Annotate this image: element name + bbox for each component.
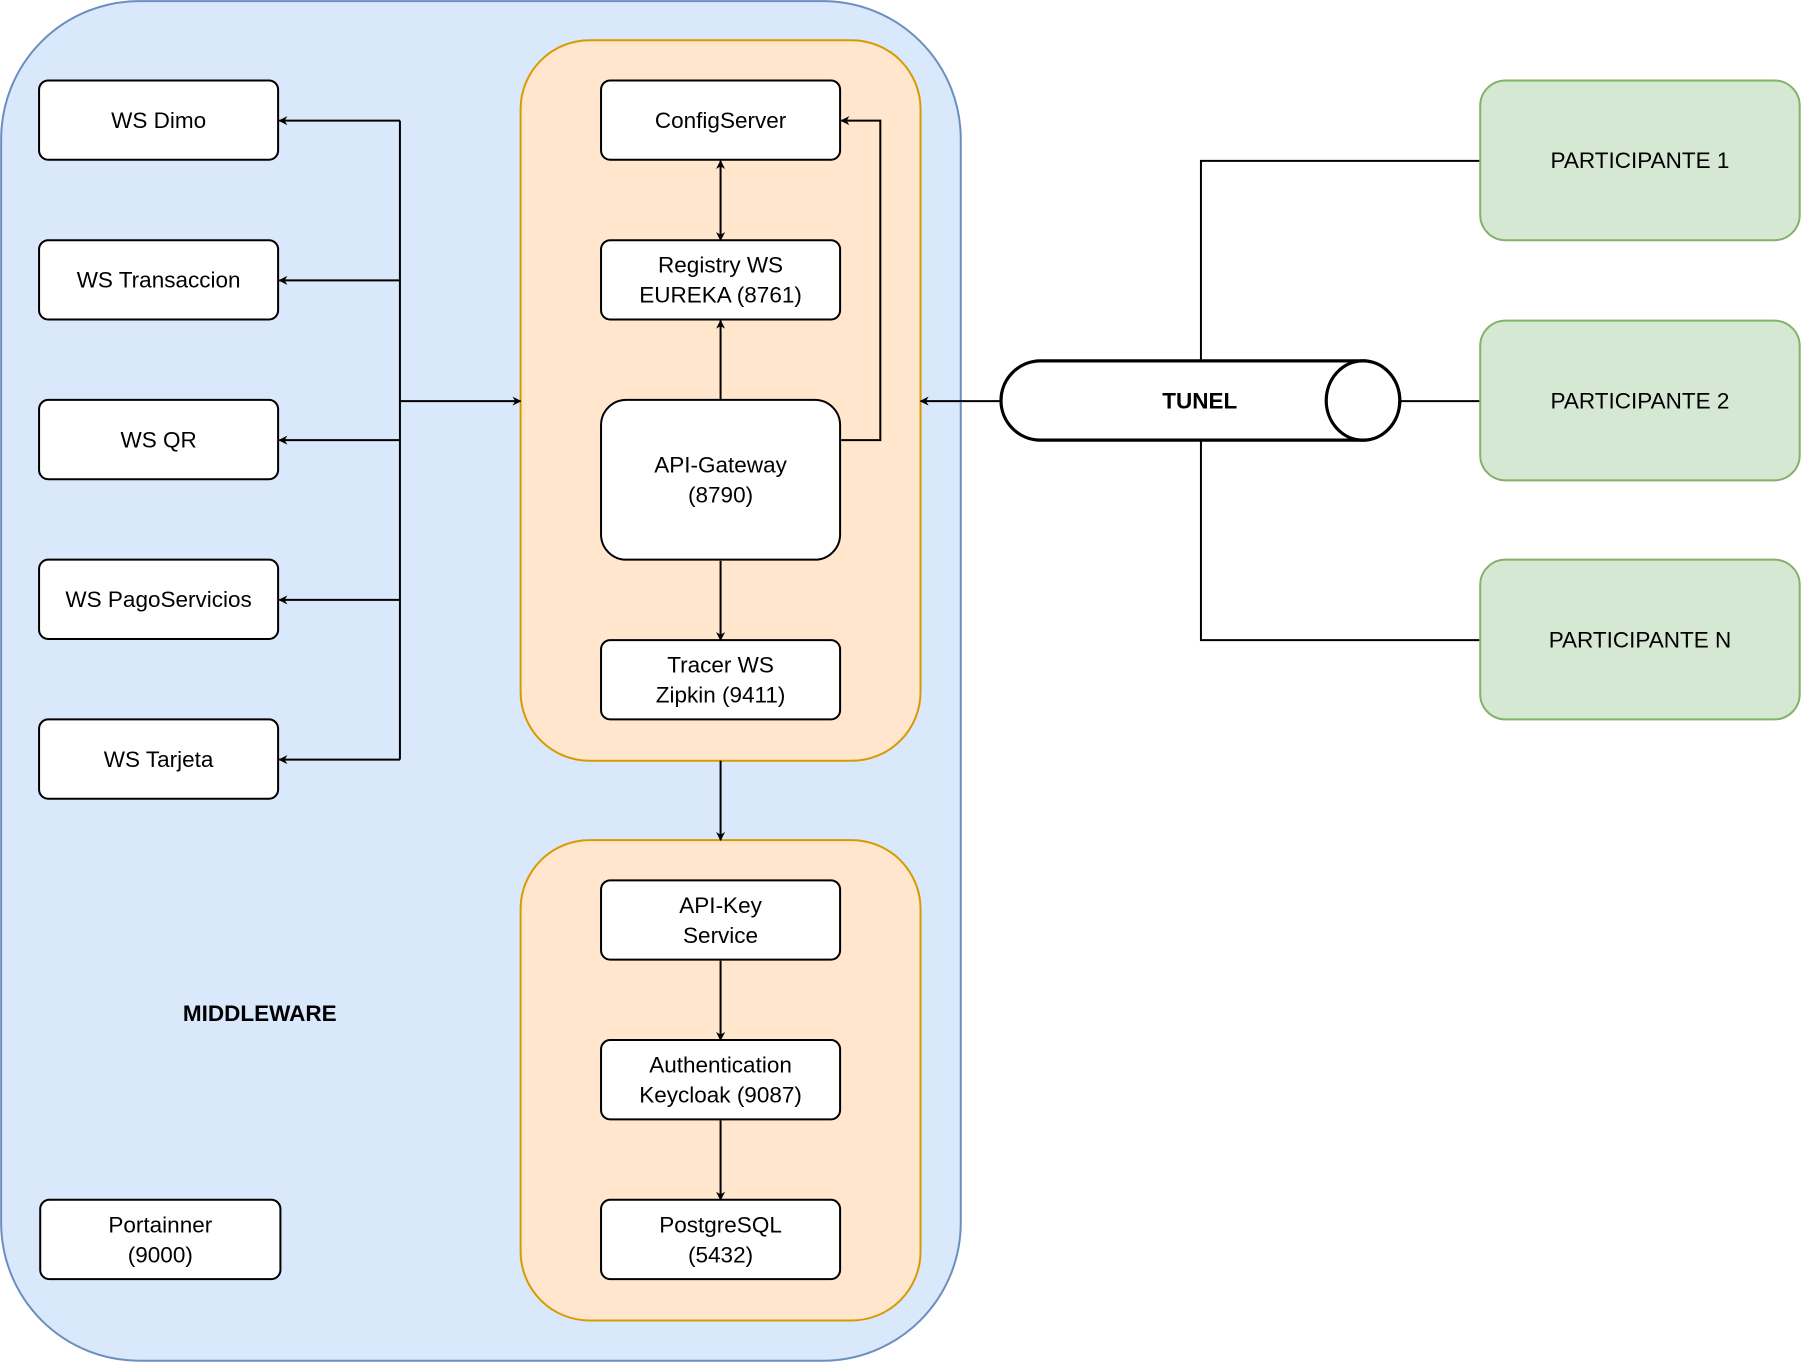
participante-1-label-line-1: PARTICIPANTE 1	[1551, 148, 1730, 173]
participante-n-node: PARTICIPANTE N	[1479, 558, 1801, 721]
participante-1-box	[1479, 79, 1801, 242]
ws-tarjeta-node-label-line-1: WS Tarjeta	[104, 747, 214, 772]
api-key-node-box	[600, 879, 842, 961]
ws-qr-node-label: WS QR	[120, 427, 196, 452]
api-key-node-label-line-2: Service	[683, 923, 758, 948]
ws-transaccion-node-label-line-1: WS Transaccion	[77, 268, 241, 293]
registry-node-label-line-1: Registry WS	[658, 253, 783, 278]
tunnel-label-line-1: TUNEL	[1162, 388, 1237, 413]
auth-node-box	[600, 1039, 842, 1121]
portainner-node-label: Portainner (9000)	[108, 1212, 212, 1267]
participante-2-node: PARTICIPANTE 2	[1479, 319, 1801, 482]
registry-node-label-line-2: EUREKA (8761)	[639, 283, 802, 308]
tracer-node-label-line-1: Tracer WS	[667, 653, 774, 678]
participante-1-label: PARTICIPANTE 1	[1551, 148, 1730, 173]
portainner-node-label-line-1: Portainner	[108, 1212, 212, 1237]
tracer-node: Tracer WS Zipkin (9411)	[600, 639, 842, 721]
participante-2-box	[1479, 319, 1801, 482]
portainner-node: Portainner (9000)	[39, 1198, 282, 1281]
registry-node: Registry WS EUREKA (8761)	[600, 239, 842, 321]
ws-pagoservicios-node-label-line-1: WS PagoServicios	[65, 587, 251, 612]
tunnel-node: TUNEL	[999, 359, 1402, 442]
ws-pagoservicios-node: WS PagoServicios	[38, 558, 280, 640]
auth-node-label-line-1: Authentication	[649, 1053, 792, 1078]
auth-node-label-line-2: Keycloak (9087)	[639, 1083, 802, 1108]
api-gateway-node-label-line-2: (8790)	[688, 483, 753, 508]
postgres-node-label-line-1: PostgreSQL	[659, 1212, 782, 1237]
api-gateway-node-label-line-1: API-Gateway	[654, 453, 787, 478]
config-server-node: ConfigServer	[600, 79, 842, 161]
registry-node-label: Registry WS EUREKA (8761)	[639, 253, 802, 308]
ws-transaccion-node: WS Transaccion	[38, 239, 280, 321]
registry-node-box	[600, 239, 842, 321]
ws-transaccion-node-box	[38, 239, 280, 321]
ws-dimo-node-label-line-1: WS Dimo	[111, 108, 206, 133]
participante-1-to-tunnel	[1199, 159, 1481, 361]
postgres-node-box	[600, 1198, 842, 1281]
gateway-to-config	[840, 116, 882, 442]
participante-2-label-line-1: PARTICIPANTE 2	[1551, 388, 1730, 413]
api-gateway-node-label: API-Gateway (8790)	[654, 453, 787, 508]
config-server-node-label-line-1: ConfigServer	[655, 108, 787, 133]
tracer-node-label-line-2: Zipkin (9411)	[656, 683, 786, 708]
config-server-node-label: ConfigServer	[655, 108, 787, 133]
ws-tarjeta-node: WS Tarjeta	[38, 718, 280, 800]
ws-pagoservicios-node-label: WS PagoServicios	[65, 587, 251, 612]
config-server-node-box	[600, 79, 842, 161]
portainner-node-box	[39, 1198, 282, 1281]
portainner-node-label-line-2: (9000)	[128, 1242, 193, 1267]
participante-n-label: PARTICIPANTE N	[1549, 627, 1732, 652]
api-key-node-label-line-1: API-Key	[679, 893, 762, 918]
participante-n-label-line-1: PARTICIPANTE N	[1549, 627, 1732, 652]
ws-dimo-node: WS Dimo	[38, 79, 280, 161]
postgres-node-label: PostgreSQL (5432)	[659, 1212, 782, 1267]
participante-1-node: PARTICIPANTE 1	[1479, 79, 1801, 242]
tunnel-end	[1324, 359, 1402, 442]
middleware-label-line-1: MIDDLEWARE	[183, 1001, 337, 1026]
ws-qr-node: WS QR	[38, 398, 280, 481]
ws-dimo-node-label: WS Dimo	[111, 108, 206, 133]
ws-transaccion-node-label: WS Transaccion	[77, 268, 241, 293]
ws-qr-node-box	[38, 398, 280, 481]
participante-2-label: PARTICIPANTE 2	[1551, 388, 1730, 413]
participante-n-box	[1479, 558, 1801, 721]
participante-n-to-tunnel	[1199, 440, 1481, 642]
ws-dimo-node-box	[38, 79, 280, 161]
tunnel-label: TUNEL	[1162, 388, 1237, 413]
postgres-node-label-line-2: (5432)	[688, 1242, 753, 1267]
api-gateway-node: API-Gateway (8790)	[600, 398, 842, 561]
ws-qr-node-label-line-1: WS QR	[120, 427, 196, 452]
postgres-node: PostgreSQL (5432)	[600, 1198, 842, 1281]
connectors	[278, 116, 1481, 1201]
api-gateway-node-box	[600, 398, 842, 561]
tracer-node-box	[600, 639, 842, 721]
middleware-label: MIDDLEWARE	[183, 1001, 337, 1026]
ws-tarjeta-node-label: WS Tarjeta	[104, 747, 214, 772]
ws-tarjeta-node-box	[38, 718, 280, 800]
ws-pagoservicios-node-box	[38, 558, 280, 640]
tracer-node-label: Tracer WS Zipkin (9411)	[656, 653, 786, 708]
